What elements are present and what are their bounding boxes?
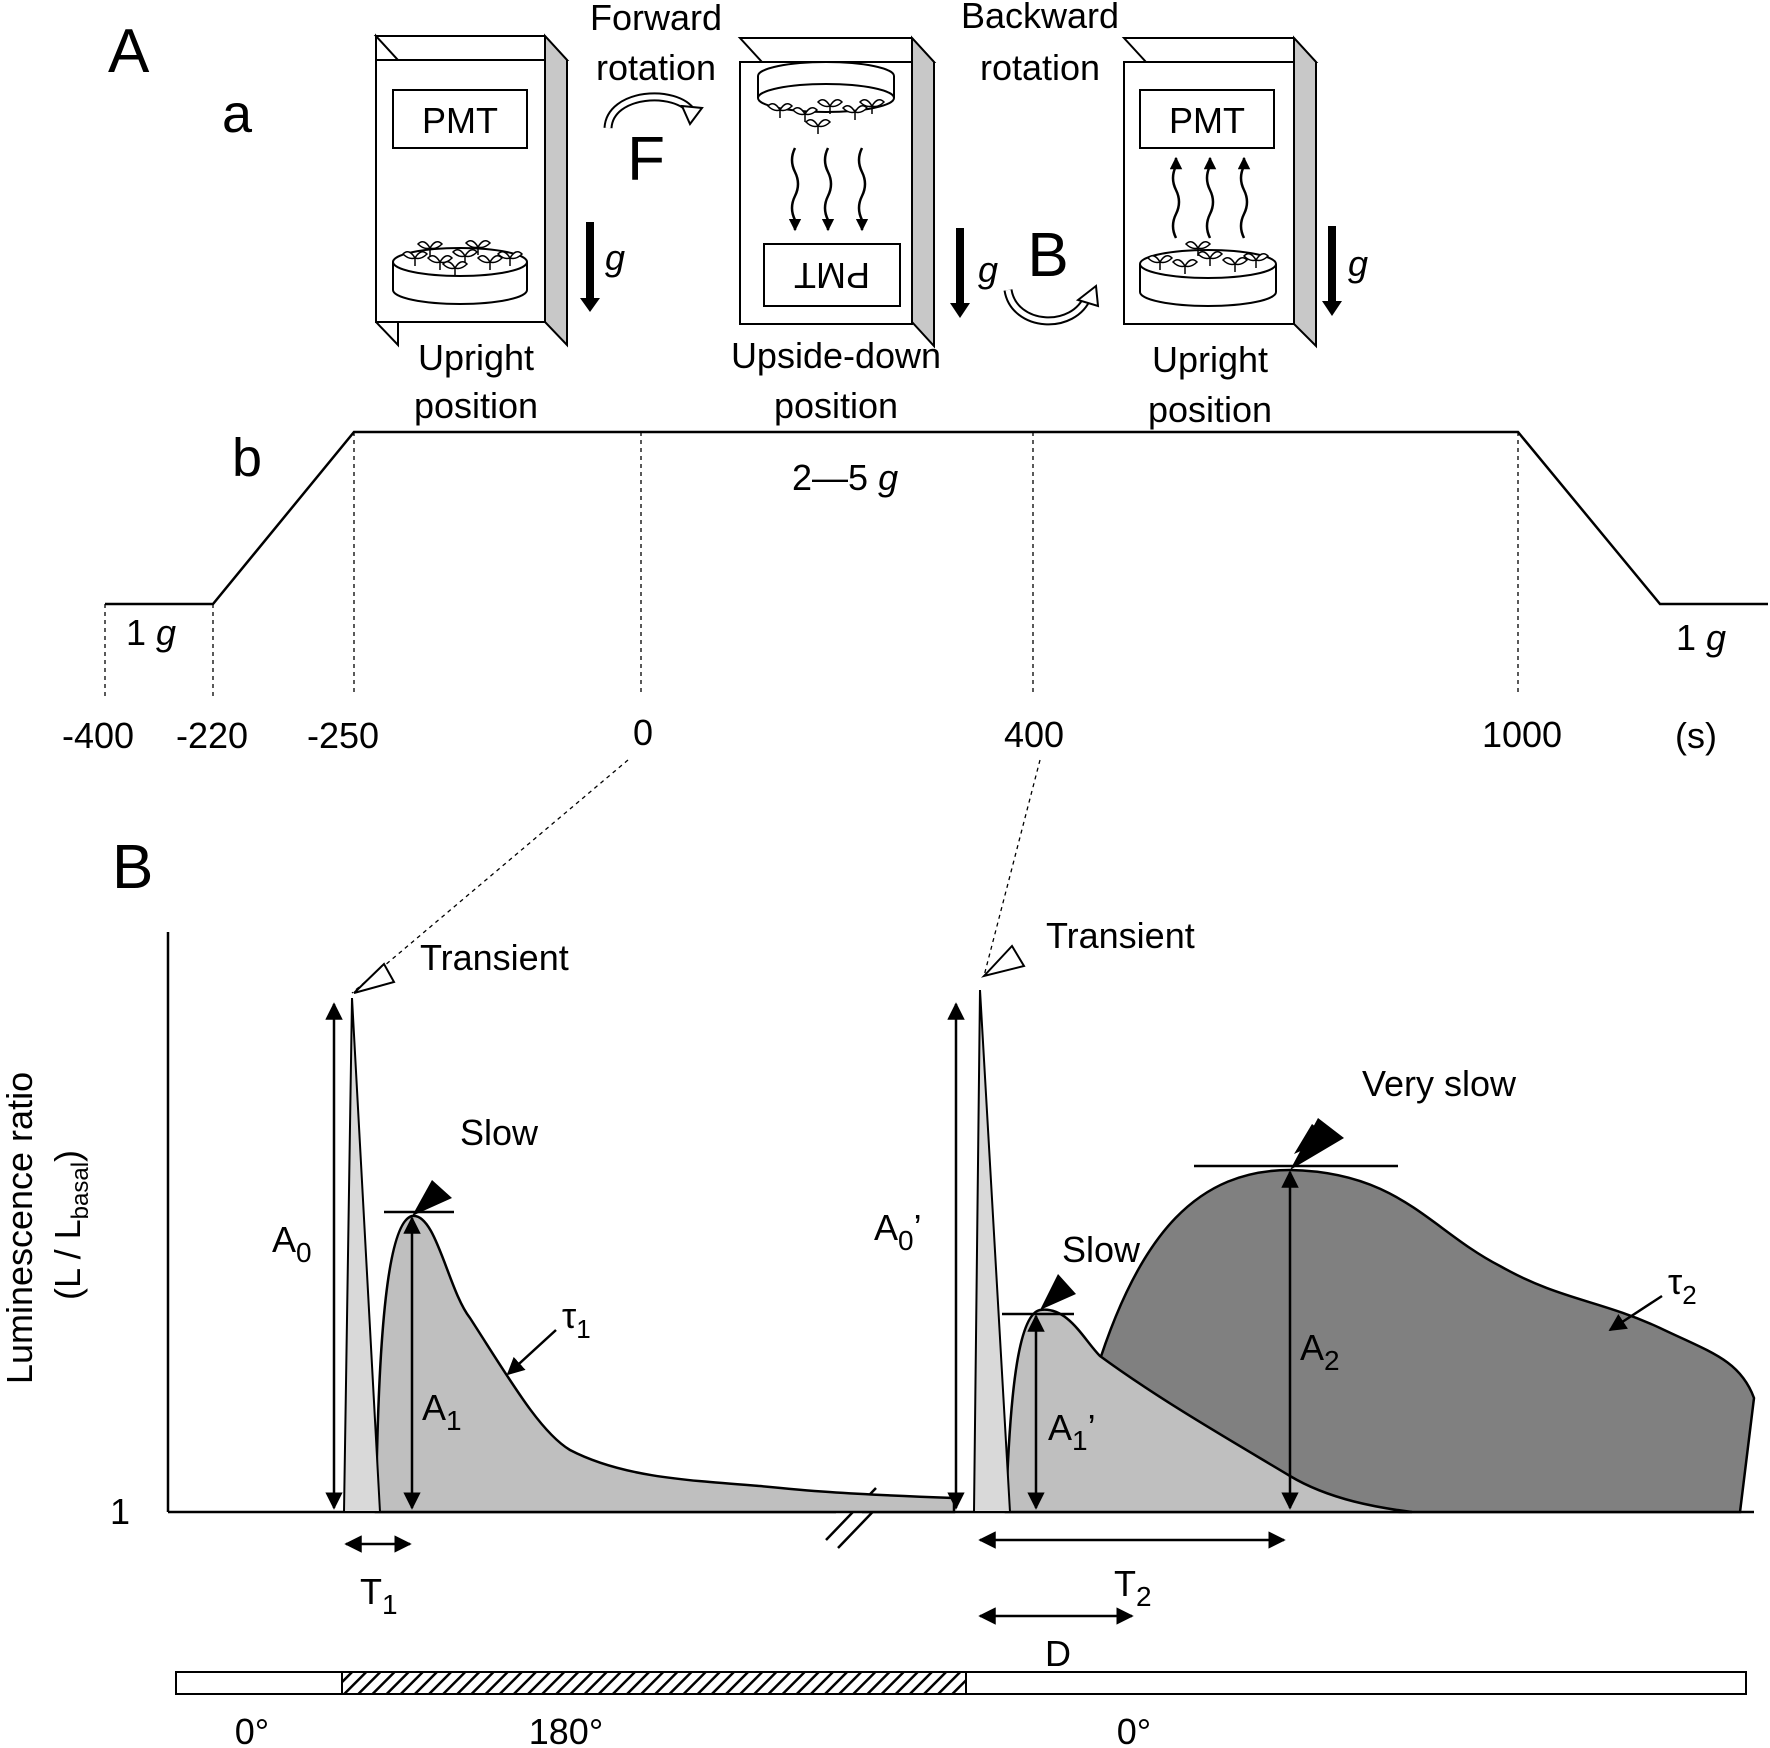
panel-label-b: b [232, 428, 262, 488]
light-emission-down [788, 147, 869, 232]
very-slow-marker-2 [1294, 1124, 1330, 1154]
T2-label: T2 [1114, 1563, 1152, 1612]
time-tick: 1000 [1482, 714, 1562, 755]
A1p-label: A1’ [1048, 1407, 1096, 1456]
y-axis-sublabel: (L / Lbasal) [47, 1150, 94, 1300]
transient-label-1: Transient [420, 937, 569, 978]
slow-marker-1 [412, 1180, 452, 1216]
transient-label-2: Transient [1046, 915, 1195, 956]
T1-label: T1 [360, 1571, 398, 1620]
transient-response-1 [342, 997, 382, 1513]
panel-label-B: B [112, 833, 153, 902]
forward-letter: F [627, 125, 665, 194]
sample-dish-1 [392, 240, 528, 305]
backward-letter: B [1027, 221, 1068, 290]
svg-text:g: g [978, 249, 998, 290]
time-tick: 400 [1004, 714, 1064, 755]
orientation-segment-0deg-end [965, 1671, 1747, 1695]
slow-marker-2 [1040, 1274, 1076, 1310]
backward-rotation-line2: rotation [980, 47, 1100, 88]
very-slow-label: Very slow [1362, 1063, 1517, 1104]
tau1-label: τ1 [562, 1295, 591, 1344]
hypergravity-label: 2—5 g [792, 457, 898, 498]
box-upside-down: PMT [737, 35, 937, 349]
y-axis-label: Luminescence ratio [0, 1072, 40, 1384]
A1-label: A1 [422, 1387, 462, 1436]
time-tick: -400 [62, 715, 134, 756]
sample-dish-2 [757, 61, 895, 135]
orientation-segment-180deg [341, 1671, 967, 1695]
angle-label-3: 0° [1117, 1711, 1151, 1748]
D-label: D [1045, 1633, 1071, 1674]
tau2-pointer [1608, 1294, 1663, 1332]
box-upright-1: PMT [373, 33, 570, 348]
panel-label-A: A [108, 17, 150, 86]
position-label-3-line2: position [1148, 389, 1272, 430]
time-tick: 0 [633, 712, 653, 753]
backward-rotation-line1: Backward [961, 0, 1119, 36]
baseline-label-left: 1 g [126, 612, 176, 653]
zoom-guides [351, 759, 1041, 994]
orientation-segment-0deg-start [175, 1671, 343, 1695]
very-slow-marker [1290, 1118, 1344, 1170]
time-tick-labels: -400 -220 -250 0 400 1000 (s) [62, 712, 1717, 756]
pmt-label-2: PMT [794, 255, 870, 296]
slow-response-1 [374, 1214, 956, 1514]
svg-text:g: g [1348, 243, 1368, 284]
gravity-profile-line [105, 430, 1768, 606]
transient-marker-2 [980, 944, 1026, 978]
pmt-label-3: PMT [1169, 100, 1245, 141]
time-guides [104, 432, 1519, 696]
time-tick: -220 [176, 715, 248, 756]
baseline-label-right: 1 g [1676, 617, 1726, 658]
time-tick: -250 [307, 715, 379, 756]
angle-label-1: 0° [235, 1711, 269, 1748]
light-emission-up [1169, 156, 1251, 239]
forward-rotation-line1: Forward [590, 0, 722, 38]
orientation-bar [175, 1671, 1747, 1695]
forward-rotation-icon [603, 92, 704, 129]
position-label-2-line2: position [774, 385, 898, 426]
transient-marker-1 [353, 962, 396, 994]
gravity-arrow-1: g [580, 222, 625, 312]
tau2-label: τ2 [1668, 1261, 1697, 1310]
A0p-label: A0’ [874, 1207, 922, 1256]
y-tick-1: 1 [110, 1491, 130, 1532]
A0-label: A0 [272, 1219, 312, 1268]
position-label-1-line1: Upright [418, 337, 534, 378]
slow-label-2: Slow [1062, 1229, 1141, 1270]
slow-response-2 [1004, 1308, 1413, 1514]
position-label-3-line1: Upright [1152, 339, 1268, 380]
gravity-arrow-3: g [1322, 226, 1368, 316]
sample-dish-3 [1139, 241, 1277, 307]
tau1-pointer [506, 1329, 557, 1376]
svg-text:g: g [605, 237, 625, 278]
angle-label-2: 180° [529, 1711, 603, 1748]
position-label-2-line1: Upside-down [731, 335, 941, 376]
panel-label-a: a [222, 84, 253, 144]
time-unit: (s) [1675, 715, 1717, 756]
position-label-1-line2: position [414, 385, 538, 426]
box-upright-2: PMT [1121, 35, 1319, 349]
A2-label: A2 [1300, 1327, 1340, 1376]
forward-rotation-line2: rotation [596, 47, 716, 88]
backward-rotation-icon [1003, 284, 1100, 326]
transient-response-2 [972, 989, 1012, 1513]
pmt-label-1: PMT [422, 100, 498, 141]
slow-label-1: Slow [460, 1112, 539, 1153]
gravity-arrow-2: g [950, 228, 998, 318]
